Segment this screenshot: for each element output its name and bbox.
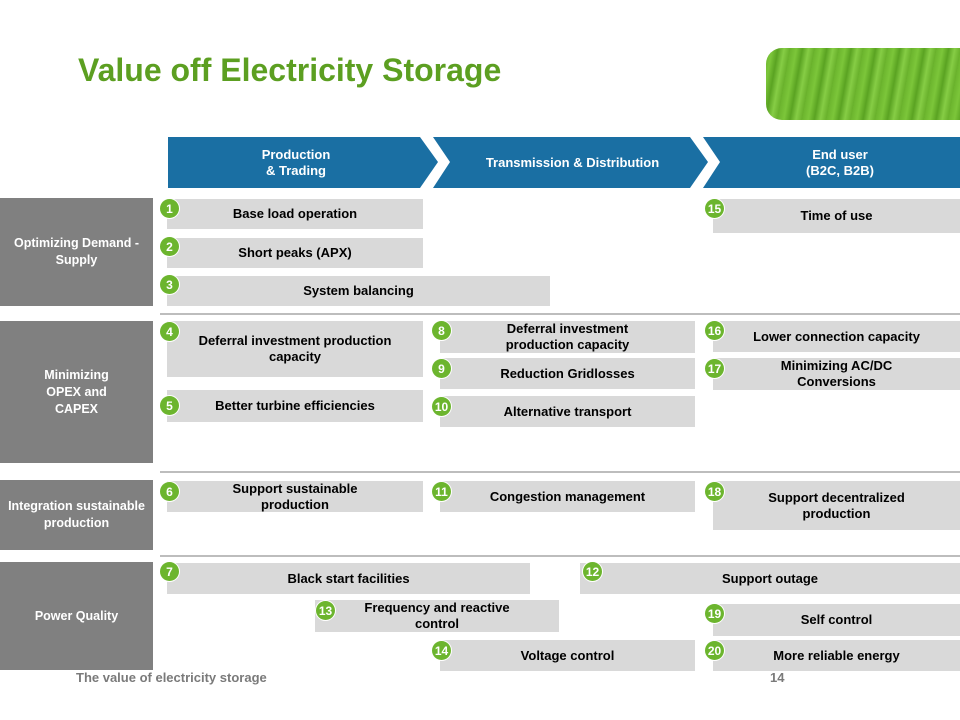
item-number-badge: 5	[160, 396, 179, 415]
footer-caption: The value of electricity storage	[76, 670, 267, 685]
item-bar: Deferral investment production capacity	[167, 321, 423, 377]
item-number-badge: 13	[316, 601, 335, 620]
row-separator	[160, 555, 960, 557]
header-production-line2: & Trading	[266, 163, 326, 178]
header-arrow-enduser-shape	[703, 137, 960, 188]
item-number-badge: 3	[160, 275, 179, 294]
page-title: Value off Electricity Storage	[78, 52, 502, 88]
header-transmission: Transmission & Distribution	[450, 137, 695, 189]
header-production: Production& Trading	[168, 137, 424, 189]
header-enduser: End user(B2C, B2B)	[720, 137, 960, 189]
item-bar: Frequency and reactive control	[315, 600, 559, 632]
item-bar: System balancing	[167, 276, 550, 306]
item-number-badge: 15	[705, 199, 724, 218]
item-number-badge: 16	[705, 321, 724, 340]
item-bar: Voltage control	[440, 640, 695, 671]
item-number-badge: 6	[160, 482, 179, 501]
item-bar: Time of use	[713, 199, 960, 233]
item-number-badge: 11	[432, 482, 451, 501]
item-bar: Better turbine efficiencies	[167, 390, 423, 422]
item-number-badge: 17	[705, 359, 724, 378]
item-bar: Support sustainable production	[167, 481, 423, 512]
page-number: 14	[770, 670, 785, 685]
item-number-badge: 4	[160, 322, 179, 341]
item-number-badge: 2	[160, 237, 179, 256]
header-transmission-line1: Transmission & Distribution	[485, 155, 660, 170]
item-bar: Short peaks (APX)	[167, 238, 423, 268]
item-bar: Lower connection capacity	[713, 321, 960, 352]
item-bar: Reduction Gridlosses	[440, 358, 695, 389]
header-production-line1: Production	[261, 147, 331, 162]
item-bar: Congestion management	[440, 481, 695, 512]
brand-logo	[766, 48, 960, 120]
item-number-badge: 20	[705, 641, 724, 660]
row-separator	[160, 313, 960, 315]
header-enduser-line2: (B2C, B2B)	[806, 163, 874, 178]
item-number-badge: 9	[432, 359, 451, 378]
header-arrows	[168, 137, 960, 188]
item-bar: Alternative transport	[440, 396, 695, 427]
row-label-minimizing: Minimizing OPEX and CAPEX	[0, 321, 153, 463]
item-number-badge: 18	[705, 482, 724, 501]
item-number-badge: 12	[583, 562, 602, 581]
header-enduser-line1: End user	[812, 147, 868, 162]
item-bar: Deferral investment production capacity	[440, 321, 695, 353]
item-bar: Minimizing AC/DC Conversions	[713, 358, 960, 390]
header-arrow-transmission-shape	[433, 137, 708, 188]
item-bar: Self control	[713, 604, 960, 636]
item-number-badge: 19	[705, 604, 724, 623]
row-label-optimizing: Optimizing Demand - Supply	[0, 198, 153, 306]
item-bar: Support outage	[580, 563, 960, 594]
item-number-badge: 1	[160, 199, 179, 218]
row-label-integration: Integration sustainable production	[0, 480, 153, 550]
item-bar: Black start facilities	[167, 563, 530, 594]
header-arrow-production-shape	[168, 137, 438, 188]
item-bar: More reliable energy	[713, 640, 960, 671]
item-number-badge: 14	[432, 641, 451, 660]
item-number-badge: 7	[160, 562, 179, 581]
item-number-badge: 10	[432, 397, 451, 416]
item-bar: Support decentralized production	[713, 481, 960, 530]
row-separator	[160, 471, 960, 473]
row-label-power-quality: Power Quality	[0, 562, 153, 670]
item-bar: Base load operation	[167, 199, 423, 229]
item-number-badge: 8	[432, 321, 451, 340]
